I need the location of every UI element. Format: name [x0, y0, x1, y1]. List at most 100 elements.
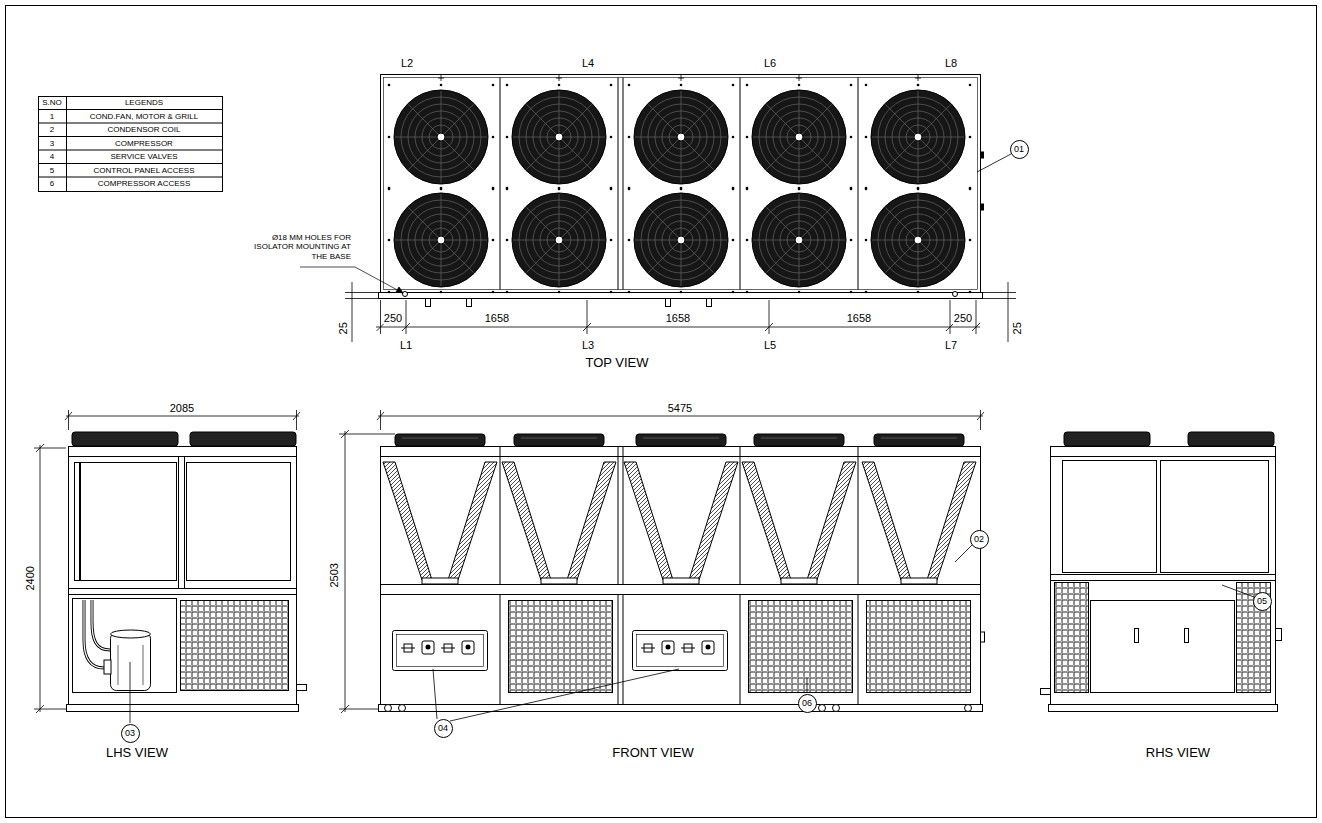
fan-rib — [643, 438, 719, 439]
mounting-dot — [628, 291, 631, 294]
load-point-label: L7 — [944, 339, 958, 352]
mounting-dot — [850, 187, 853, 190]
front-view — [379, 447, 985, 712]
condenser-fan — [871, 90, 965, 184]
mounting-dot — [680, 84, 683, 87]
load-point-label: L2 — [400, 57, 414, 70]
condenser-coil — [383, 462, 432, 580]
mounting-dot — [746, 291, 749, 294]
fan-guard-spoke — [766, 104, 831, 169]
dimension-value: 25 — [337, 321, 350, 335]
valve-stem — [441, 648, 455, 649]
mounting-dot — [492, 84, 495, 87]
mounting-dot — [680, 188, 683, 191]
mounting-dot — [558, 84, 561, 87]
load-point-label: L5 — [763, 339, 777, 352]
load-point-label: L8 — [944, 57, 958, 70]
view-title: FRONT VIEW — [611, 746, 694, 761]
mounting-dot — [440, 291, 443, 294]
mounting-dot — [969, 239, 972, 242]
mounting-dot — [628, 188, 631, 191]
dimension-value: 5475 — [667, 402, 693, 415]
callout-number: 01 — [1010, 140, 1029, 159]
table-cell: SERVICE VALVES — [109, 152, 178, 161]
condenser-fan — [752, 193, 846, 287]
table-cell: COMPRESSOR — [114, 139, 174, 148]
lhs-view — [67, 432, 307, 712]
dimension-value: 1658 — [846, 312, 872, 325]
table-cell: 2 — [49, 125, 55, 134]
note-text: Ø18 MM HOLES FOR ISOLATOR MOUNTING AT TH… — [250, 233, 352, 261]
mounting-dot — [732, 136, 735, 139]
valve-stem — [401, 648, 415, 649]
mounting-dot — [492, 187, 495, 190]
fan-hub — [437, 133, 445, 141]
callout-number: 03 — [121, 724, 140, 743]
mounting-dot — [865, 239, 868, 242]
mounting-dot — [492, 136, 495, 139]
mounting-dot — [798, 187, 801, 190]
legend-table — [39, 97, 223, 192]
callout-number: 02 — [970, 530, 989, 549]
mounting-dot — [746, 84, 749, 87]
valve-port — [466, 645, 471, 650]
mounting-dot — [610, 239, 613, 242]
table-header: S.NO — [41, 98, 63, 107]
callout-number: 04 — [434, 719, 453, 738]
callout-text: 03 — [125, 729, 135, 738]
mounting-dot — [628, 239, 631, 242]
mounting-dot — [850, 188, 853, 191]
dimension-value: 2400 — [24, 565, 37, 591]
condenser-fan — [871, 193, 965, 287]
mounting-dot — [388, 291, 391, 294]
callout-text: 06 — [802, 699, 812, 708]
mounting-dot — [746, 188, 749, 191]
condenser-coil — [742, 462, 791, 580]
rhs-view — [1041, 432, 1282, 712]
fan-housing — [874, 434, 964, 446]
mounting-dot — [610, 187, 613, 190]
callout-text: 01 — [1014, 145, 1024, 154]
mounting-dot — [850, 239, 853, 242]
condenser-coil — [502, 462, 551, 580]
table-cell: 1 — [49, 112, 55, 121]
load-point-label: L6 — [763, 57, 777, 70]
mounting-dot — [680, 291, 683, 294]
condenser-fan — [512, 90, 606, 184]
mounting-dot — [506, 291, 509, 294]
condenser-fan — [394, 90, 488, 184]
panel-mark — [438, 75, 444, 81]
service-valve — [702, 641, 714, 654]
fan-guard-spoke — [648, 207, 713, 272]
condenser-fan — [634, 193, 728, 287]
mounting-dot — [746, 187, 749, 190]
condenser-coil — [624, 462, 673, 580]
mounting-dot — [732, 84, 735, 87]
fan-rib — [881, 438, 957, 439]
mounting-dot — [732, 291, 735, 294]
mounting-dot — [969, 136, 972, 139]
fan-housing — [514, 434, 604, 446]
mounting-dot — [440, 188, 443, 191]
panel-mark — [796, 75, 802, 81]
mounting-dot — [388, 187, 391, 190]
mounting-dot — [610, 84, 613, 87]
view-title: TOP VIEW — [584, 356, 649, 371]
mounting-dot — [558, 187, 561, 190]
valve-port — [706, 645, 711, 650]
fan-guard-spoke — [408, 207, 473, 272]
mounting-dot — [865, 291, 868, 294]
fan-guard-spoke — [526, 207, 591, 272]
fan-hub — [914, 133, 922, 141]
mounting-dot — [798, 84, 801, 87]
callout-number: 05 — [1253, 592, 1272, 611]
fan-rib — [761, 438, 837, 439]
fan-hub — [795, 133, 803, 141]
mounting-dot — [610, 136, 613, 139]
table-cell: COND.FAN, MOTOR & GRILL — [89, 112, 199, 121]
coil-saddle — [422, 578, 458, 584]
mounting-dot — [558, 291, 561, 294]
mounting-dot — [850, 84, 853, 87]
